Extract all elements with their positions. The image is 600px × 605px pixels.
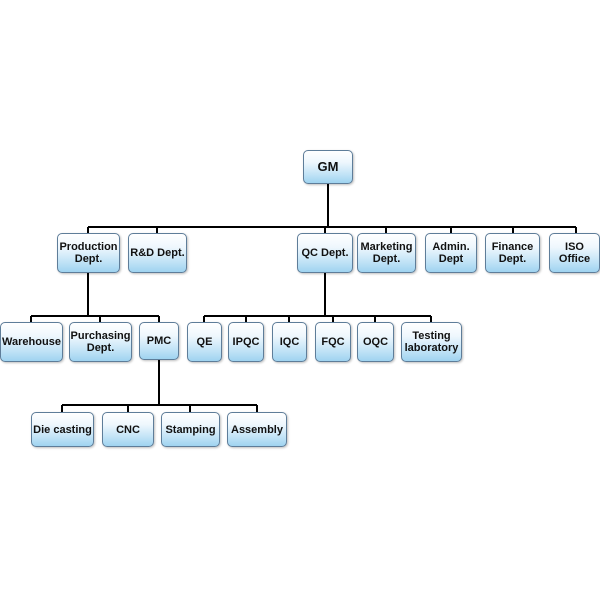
node-finance-dept: Finance Dept. [485, 233, 540, 273]
node-gm: GM [303, 150, 353, 184]
node-qc-dept: QC Dept. [297, 233, 353, 273]
node-iso-office: ISO Office [549, 233, 600, 273]
node-assembly: Assembly [227, 412, 287, 447]
node-fqc: FQC [315, 322, 351, 362]
node-purchasing-dept: Purchasing Dept. [69, 322, 132, 362]
node-marketing-dept: Marketing Dept. [357, 233, 416, 273]
node-die-casting: Die casting [31, 412, 94, 447]
node-oqc: OQC [357, 322, 394, 362]
node-testing-laboratory: Testing laboratory [401, 322, 462, 362]
node-admin-dept: Admin. Dept [425, 233, 477, 273]
node-pmc: PMC [139, 322, 179, 360]
node-cnc: CNC [102, 412, 154, 447]
node-iqc: IQC [272, 322, 307, 362]
node-production-dept: Production Dept. [57, 233, 120, 273]
node-ipqc: IPQC [228, 322, 264, 362]
node-stamping: Stamping [161, 412, 220, 447]
node-rd-dept: R&D Dept. [128, 233, 187, 273]
node-qe: QE [187, 322, 222, 362]
node-warehouse: Warehouse [0, 322, 63, 362]
